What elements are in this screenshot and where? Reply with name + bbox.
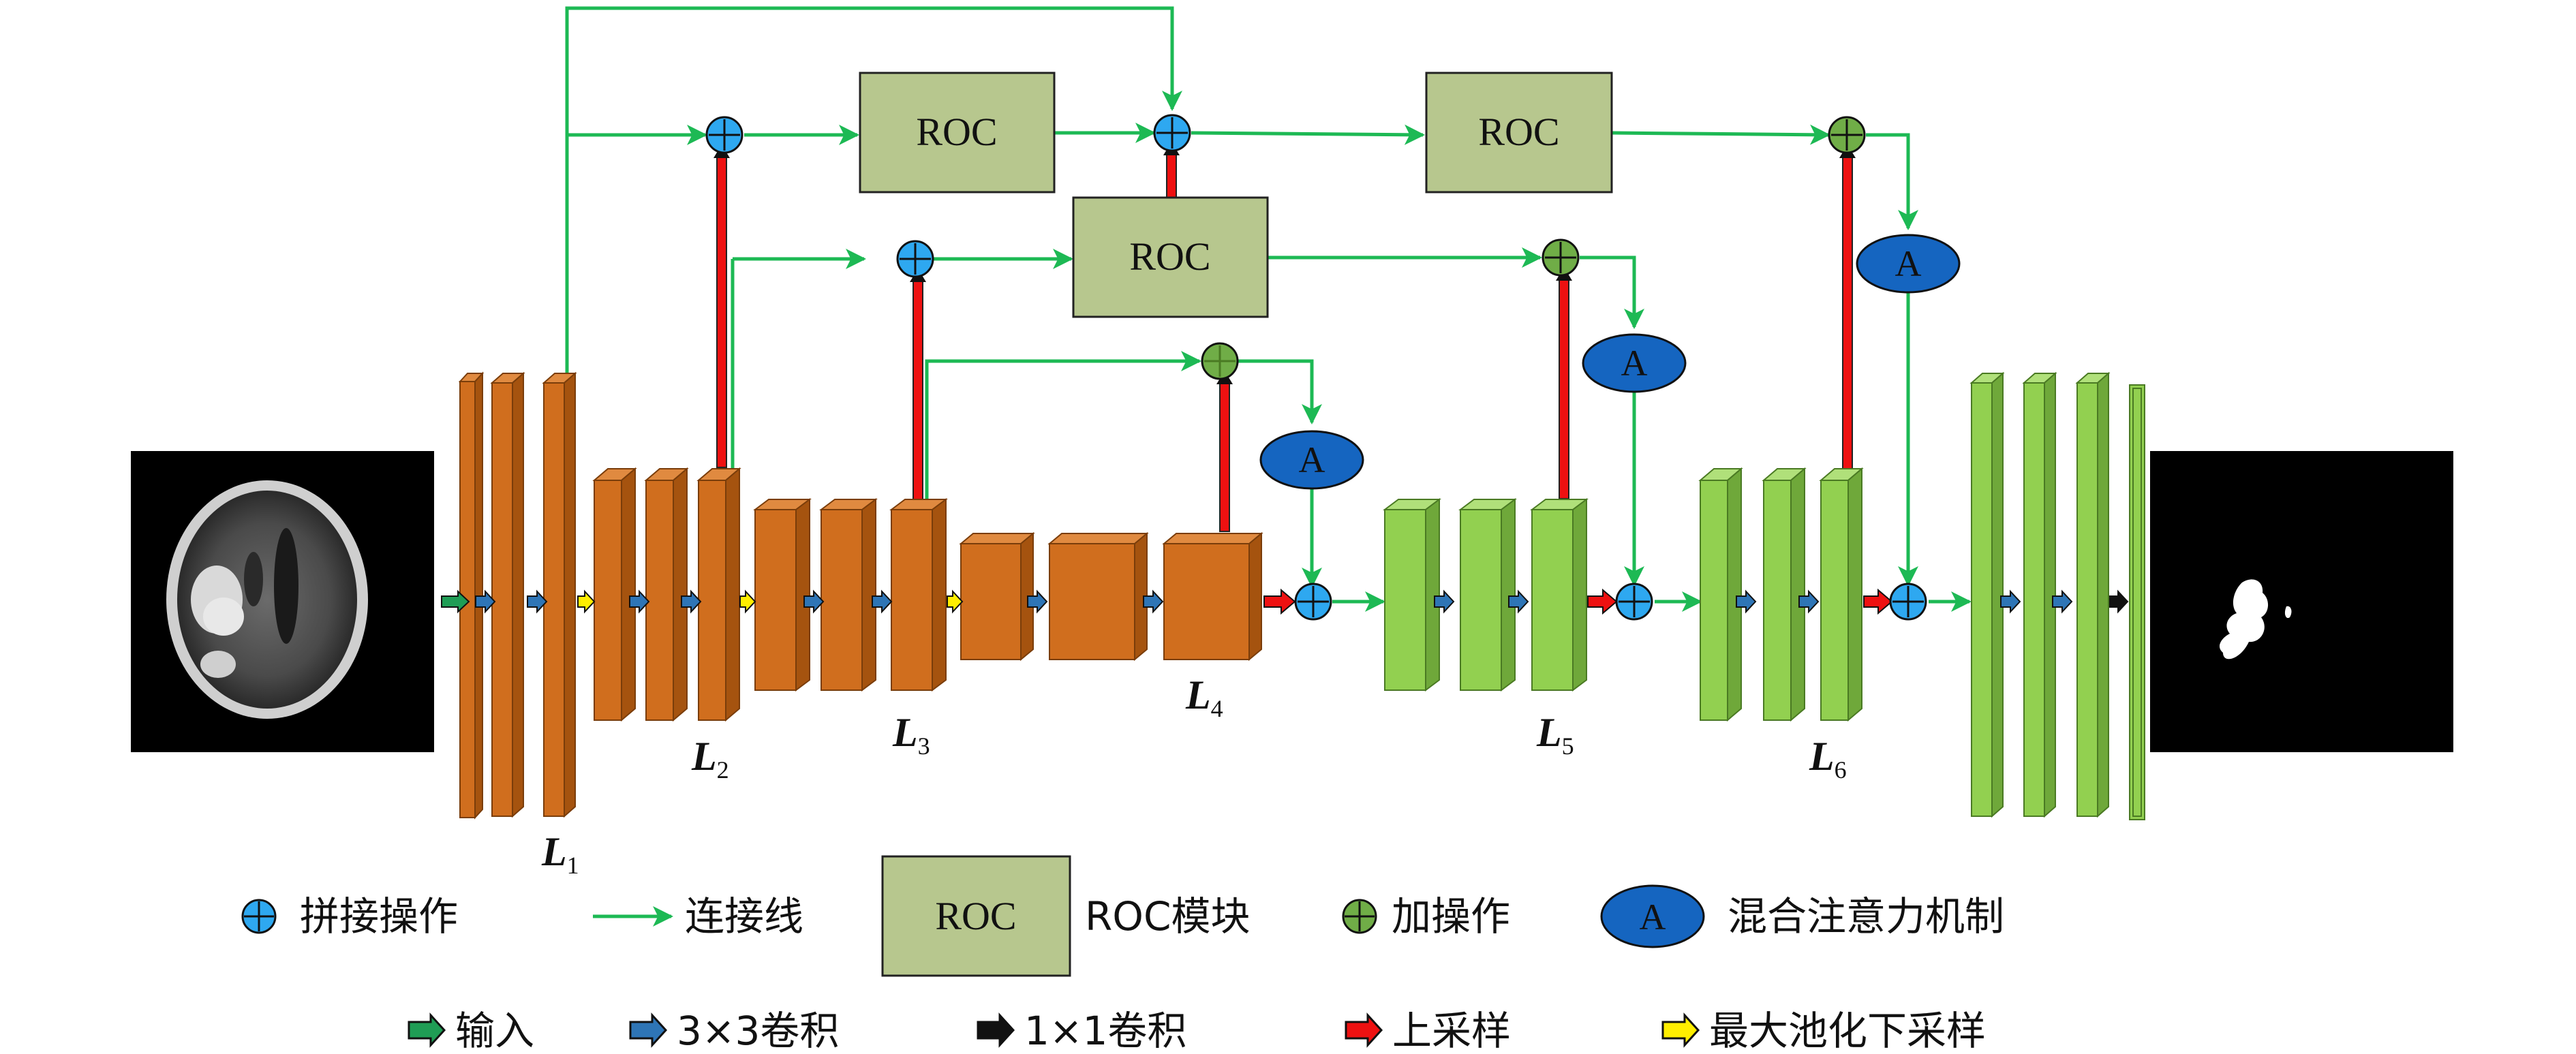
- roc-module-3-label: ROC: [1478, 110, 1559, 154]
- legend-row-1: 拼接操作 连接线 ROC ROC模块 加操作 A 混合注意力机制: [241, 855, 2004, 977]
- legend-roc-module-label: ROC模块: [1085, 893, 1250, 940]
- legend-add: [1342, 899, 1377, 934]
- legend-upsample-label: 上采样: [1392, 1008, 1511, 1054]
- attention-module-2: A: [1582, 333, 1687, 393]
- stage-label-l4: L4: [1185, 672, 1223, 722]
- stage-label-l2: L2: [691, 734, 729, 784]
- legend-conv3-label: 3×3卷积: [677, 1008, 839, 1054]
- legend-conv1-label: 1×1卷积: [1024, 1008, 1186, 1054]
- legend-row-2: 输入 3×3卷积 1×1卷积 上采样 最大池化下采样: [408, 1008, 1986, 1054]
- stage-labels: L1 L2 L3 L4 L5 L6: [541, 672, 1847, 879]
- legend-attention-box-label: A: [1640, 897, 1666, 937]
- attention-module-3: A: [1856, 234, 1961, 294]
- legend-attention-ellipse: [1600, 884, 1705, 948]
- decoder-l6-blocks: [1698, 467, 1864, 722]
- roc-modules: ROC ROC ROC: [859, 72, 1613, 318]
- legend-concat-label: 拼接操作: [300, 893, 458, 940]
- legend-upsample-arrow: [1345, 1012, 1383, 1048]
- roc-module-3: ROC: [1425, 72, 1613, 193]
- add-node-2: [1542, 238, 1580, 277]
- output-segmentation-mask: [2150, 451, 2453, 752]
- decoder-l5-blocks: [1383, 498, 1589, 692]
- attention-modules: A A A: [1259, 234, 1961, 490]
- add-nodes: [1201, 116, 1866, 380]
- legend-concat: [241, 899, 277, 934]
- legend-roc-box: [881, 855, 1071, 977]
- concat-node-1: [705, 116, 743, 154]
- roc-module-1: ROC: [859, 72, 1056, 193]
- add-node-1: [1201, 342, 1239, 380]
- stage-label-l6: L6: [1809, 734, 1847, 784]
- legend-add-label: 加操作: [1392, 893, 1510, 940]
- concat-node-6: [1889, 583, 1927, 621]
- concat-node-4: [1294, 583, 1332, 621]
- main-path-arrows: [441, 588, 2129, 615]
- legend-maxpool-arrow: [1661, 1012, 1700, 1048]
- legend-connection-label: 连接线: [685, 893, 803, 940]
- roc-module-1-label: ROC: [916, 110, 997, 154]
- stage-label-l1: L1: [541, 829, 579, 879]
- roc-module-2-label: ROC: [1129, 234, 1210, 279]
- input-ct-image: [131, 451, 434, 752]
- decoder-final-blocks: [1969, 371, 2145, 820]
- add-node-3: [1828, 116, 1866, 154]
- concat-node-2: [1153, 114, 1191, 152]
- legend-maxpool-label: 最大池化下采样: [1709, 1008, 1986, 1054]
- decoder-blocks: [1383, 371, 2145, 820]
- stage-label-l3: L3: [892, 710, 930, 760]
- legend-conv3-arrow: [629, 1012, 668, 1048]
- legend-conv1-arrow: [977, 1012, 1015, 1048]
- connection-lines: [565, 6, 1972, 612]
- attention-module-3-label: A: [1895, 243, 1922, 284]
- roc-module-2: ROC: [1072, 196, 1269, 318]
- attention-module-1: A: [1259, 430, 1364, 490]
- concat-node-3: [896, 240, 934, 278]
- attention-module-2-label: A: [1621, 343, 1648, 384]
- legend-attention-label: 混合注意力机制: [1728, 893, 2004, 940]
- encoder-l4-blocks: [959, 531, 1263, 662]
- concat-node-5: [1615, 583, 1653, 621]
- encoder-l3-blocks: [753, 498, 948, 692]
- encoder-l2-blocks: [592, 467, 741, 722]
- legend-roc-box-label: ROC: [935, 894, 1016, 938]
- legend-input-arrow: [408, 1012, 446, 1048]
- attention-module-1-label: A: [1299, 439, 1325, 480]
- stage-label-l5: L5: [1536, 710, 1574, 760]
- concat-nodes: [705, 114, 1927, 621]
- legend-input-label: 输入: [455, 1008, 534, 1054]
